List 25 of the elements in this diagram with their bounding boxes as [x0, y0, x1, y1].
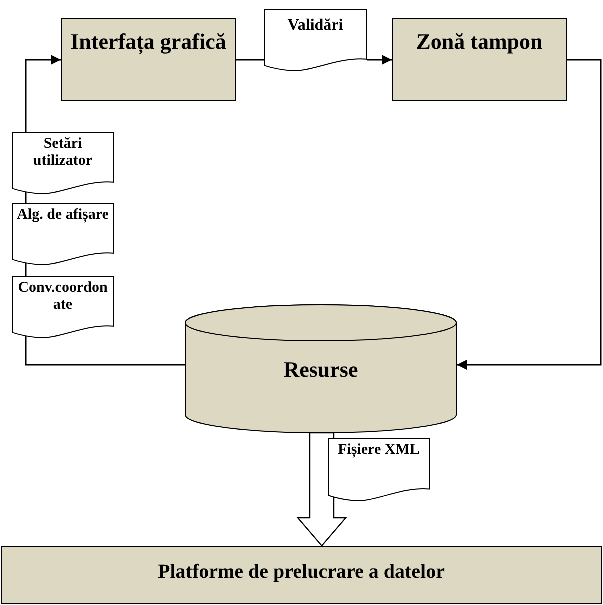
- node-label: Setări utilizator: [32, 136, 94, 170]
- arrow: [25, 55, 61, 132]
- process-band: [1, 546, 602, 604]
- document-shape: [328, 438, 430, 502]
- process-box: [61, 18, 236, 101]
- connector-line: [25, 336, 185, 366]
- arrow: [457, 59, 602, 370]
- connector-line: [236, 59, 264, 61]
- document-shape: [12, 276, 114, 339]
- arrow: [367, 55, 392, 65]
- database-cylinder: [185, 305, 457, 433]
- document-shape: [12, 203, 114, 266]
- node-label: Platforme de prelucrare a datelor: [157, 561, 446, 584]
- node-label: Interfața grafică: [70, 29, 228, 54]
- node-label: Alg. de afișare: [16, 207, 110, 224]
- connector-line: [25, 192, 27, 203]
- node-label: Resurse: [282, 357, 360, 382]
- node-label: Fișiere XML: [337, 442, 421, 460]
- connector-line: [25, 263, 27, 276]
- node-label: Zonă tampon: [415, 29, 544, 54]
- node-label: Validări: [286, 17, 344, 36]
- process-box: [392, 18, 567, 101]
- document-shape: [12, 132, 114, 195]
- document-shape: [264, 9, 367, 72]
- node-label: Conv.coordonate: [17, 280, 109, 314]
